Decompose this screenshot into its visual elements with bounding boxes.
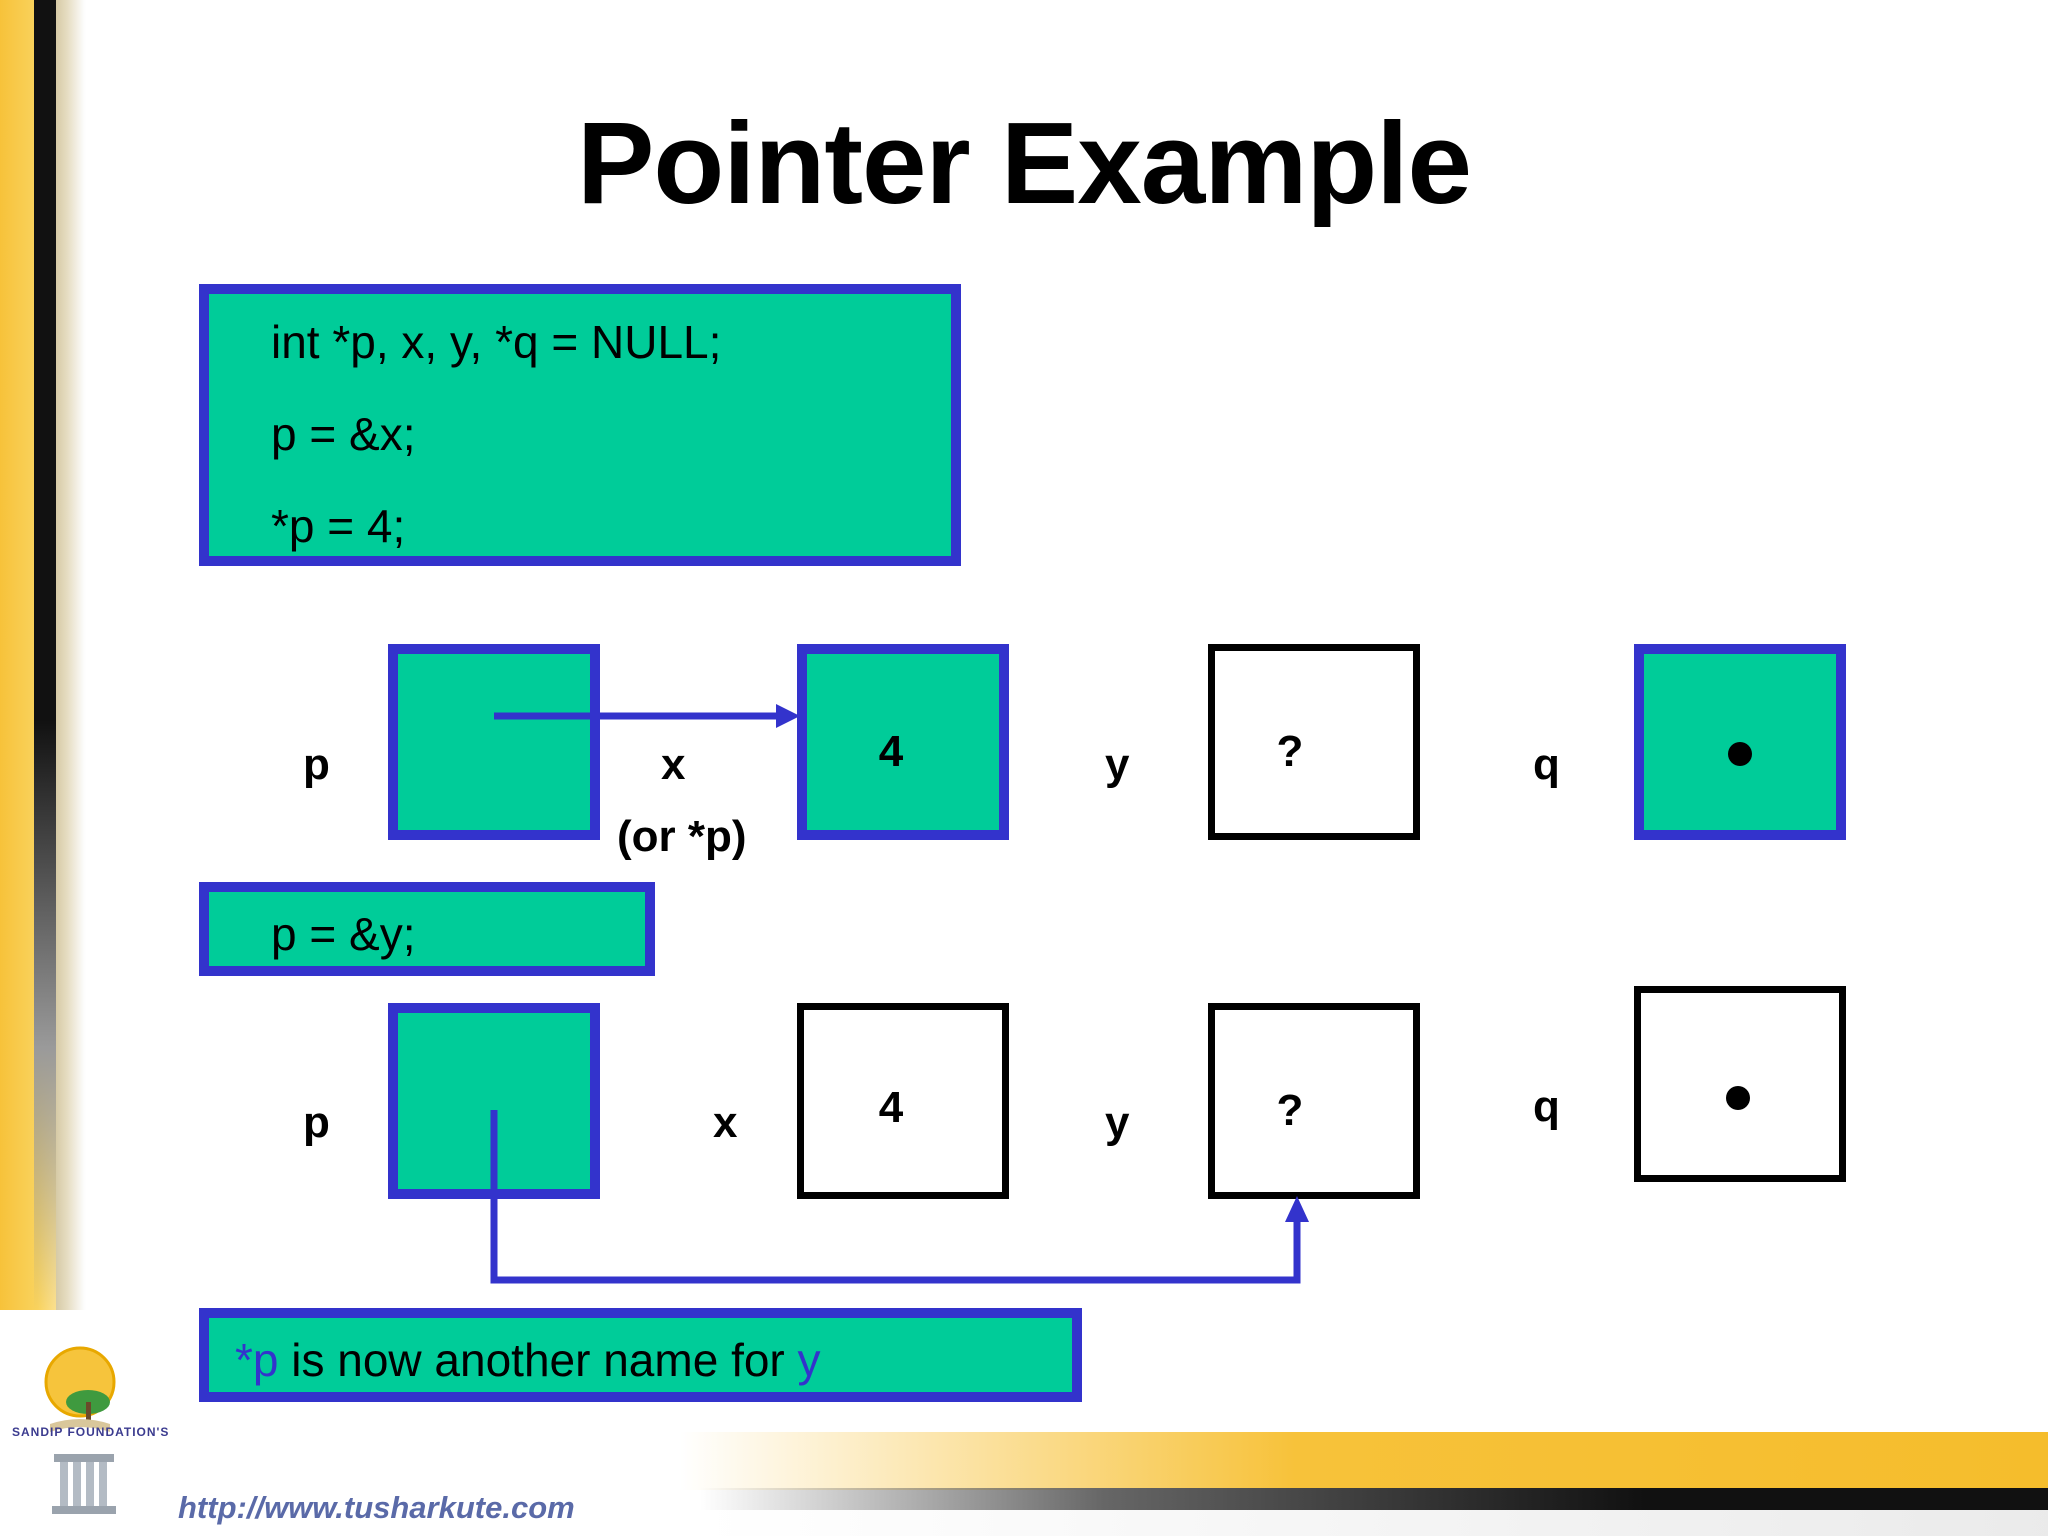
code-line-assign-address: p = &x;	[271, 408, 416, 460]
row2-q-label: q	[1533, 1082, 1560, 1131]
sandip-foundation-logo	[44, 1346, 116, 1514]
row2-y-cell: ?	[1208, 1003, 1420, 1199]
left-gray-bar	[56, 0, 86, 1310]
row2-x-value: 4	[878, 1083, 904, 1132]
statement-text: p = &y;	[271, 908, 416, 960]
code-box: int *p, x, y, *q = NULL; p = &x; *p = 4;	[199, 284, 961, 566]
note-star-p: *p	[235, 1334, 279, 1386]
note-y: y	[797, 1334, 821, 1386]
row2-y-label: y	[1105, 1098, 1130, 1147]
row2-y-value: ?	[1276, 1086, 1304, 1135]
row2-x-cell: 4	[797, 1003, 1009, 1199]
null-dot-icon	[1726, 1086, 1750, 1110]
left-black-bar	[34, 0, 56, 1310]
footer-url[interactable]: http://www.tusharkute.com	[178, 1490, 575, 1525]
row1-x-value: 4	[878, 727, 904, 776]
row1-x-alias: (or *p)	[617, 812, 747, 861]
row2-pointer-arrow	[490, 1110, 1301, 1284]
row2-arrowhead-icon	[1285, 1196, 1309, 1222]
code-line-dereference: *p = 4;	[271, 500, 406, 552]
logo-text: SANDIP FOUNDATION'S	[12, 1425, 170, 1439]
row1-y-value: ?	[1276, 727, 1304, 776]
note-box: *p is now another name for y	[199, 1308, 1082, 1402]
bottom-gold-bar	[680, 1432, 2048, 1490]
pillar-icon	[54, 1454, 114, 1462]
row1-q-cell	[1634, 644, 1846, 840]
book-icon	[50, 1419, 110, 1432]
statement-box: p = &y;	[199, 882, 655, 976]
slide-title: Pointer Example	[577, 98, 1472, 228]
bottom-black-bar	[700, 1488, 2048, 1510]
row1-p-label: p	[303, 740, 330, 789]
row1-q-label: q	[1533, 740, 1560, 789]
null-dot-icon	[1728, 742, 1752, 766]
note-text: *p is now another name for y	[235, 1332, 821, 1388]
row1-y-label: y	[1105, 740, 1130, 789]
row1-arrowhead-icon	[776, 704, 800, 728]
code-line-declaration: int *p, x, y, *q = NULL;	[271, 316, 722, 368]
row1-y-cell: ?	[1208, 644, 1420, 840]
bottom-gray-bar	[700, 1510, 2048, 1536]
row1-x-cell: 4	[797, 644, 1009, 840]
row2-p-label: p	[303, 1098, 330, 1147]
row1-x-label: x	[661, 740, 686, 789]
row2-x-label: x	[713, 1098, 738, 1147]
note-middle: is now another name for	[278, 1334, 798, 1386]
row2-q-cell	[1634, 986, 1846, 1182]
row1-p-cell	[388, 644, 600, 840]
